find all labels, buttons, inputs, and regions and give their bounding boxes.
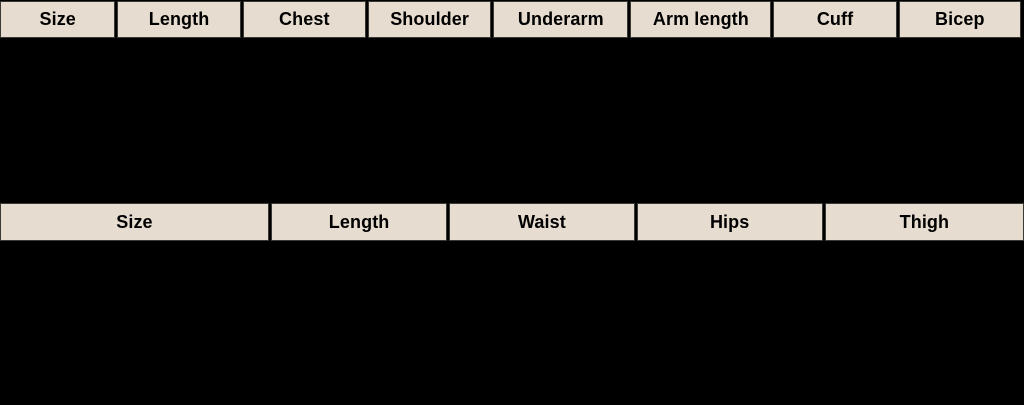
lower-body-size-table: Size Length Waist Hips Thigh (0, 203, 1024, 241)
column-header-bicep[interactable]: Bicep (898, 1, 1021, 38)
column-header-hips[interactable]: Hips (636, 203, 823, 241)
upper-body-size-table-body (0, 38, 1024, 203)
column-header-thigh[interactable]: Thigh (824, 203, 1024, 241)
lower-body-size-table-body (0, 241, 1024, 405)
upper-body-size-table: Size Length Chest Shoulder Underarm Arm … (0, 1, 1021, 38)
column-header-underarm[interactable]: Underarm (493, 1, 629, 38)
column-header-length[interactable]: Length (270, 203, 448, 241)
column-header-arm-length[interactable]: Arm length (630, 1, 772, 38)
column-header-shoulder[interactable]: Shoulder (367, 1, 492, 38)
column-header-chest[interactable]: Chest (242, 1, 366, 38)
column-header-size[interactable]: Size (0, 1, 116, 38)
column-header-waist[interactable]: Waist (449, 203, 635, 241)
column-header-cuff[interactable]: Cuff (773, 1, 897, 38)
column-header-length[interactable]: Length (117, 1, 241, 38)
column-header-size[interactable]: Size (0, 203, 269, 241)
